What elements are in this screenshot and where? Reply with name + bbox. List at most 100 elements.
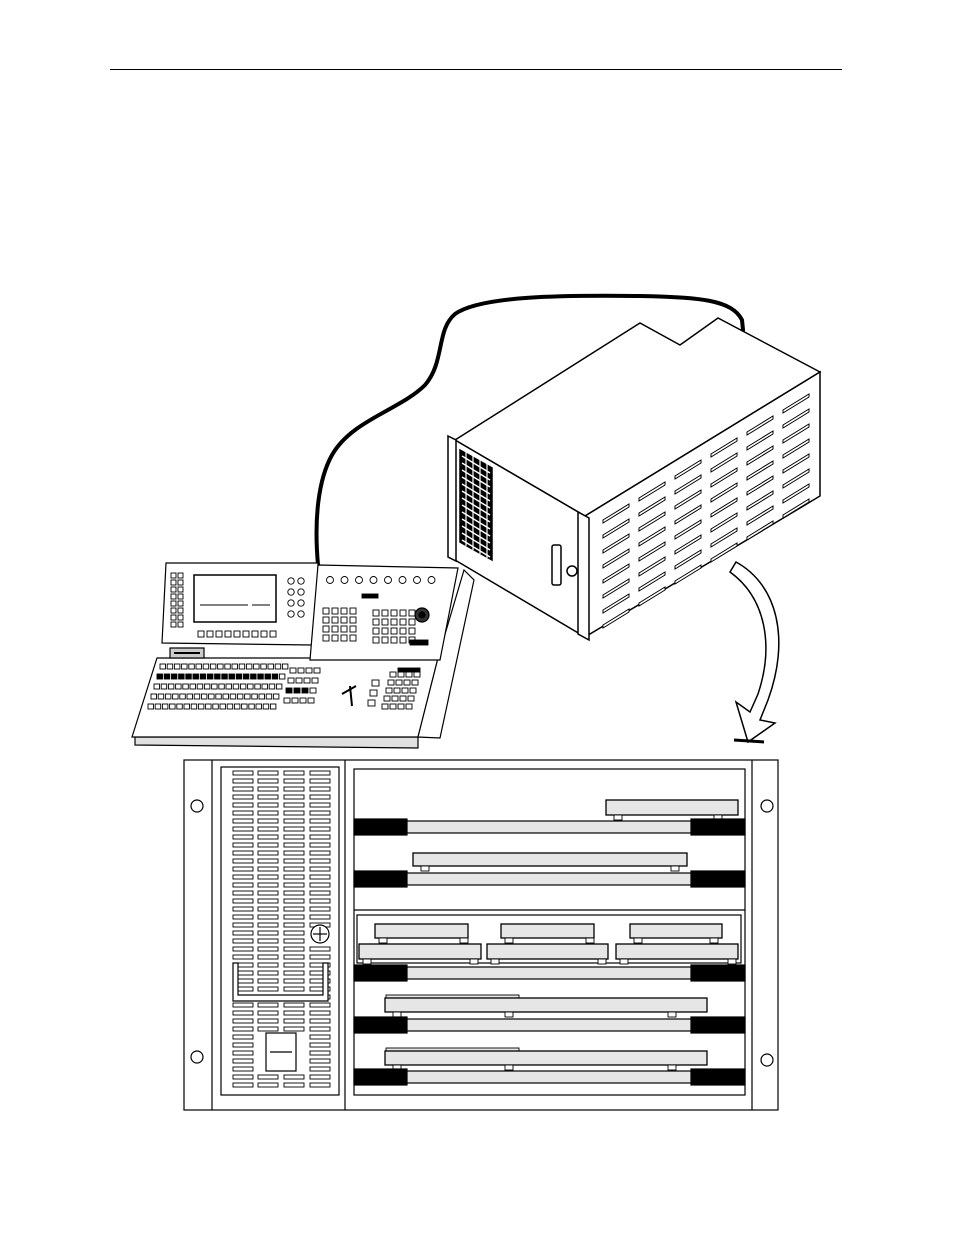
cp-button xyxy=(252,694,257,699)
card-standoff xyxy=(505,938,513,943)
ps-vent-slot xyxy=(284,947,304,951)
ps-vent-slot xyxy=(310,907,330,911)
cp-button xyxy=(183,684,189,689)
ps-vent-slot xyxy=(258,867,278,871)
cp-button xyxy=(350,626,356,632)
cp-button xyxy=(246,664,252,669)
cp-button xyxy=(189,664,195,669)
cp-button xyxy=(390,672,396,677)
ps-vent-slot xyxy=(233,843,253,847)
circuit-card xyxy=(385,998,707,1012)
cp-button-round xyxy=(428,577,435,584)
card-standoff xyxy=(421,866,429,871)
cp-button xyxy=(304,678,310,683)
cp-button xyxy=(155,704,161,709)
cp-button xyxy=(178,573,183,578)
cp-button xyxy=(227,704,233,709)
cp-button xyxy=(236,674,242,679)
cp-button xyxy=(284,698,290,703)
cp-indicator xyxy=(362,594,378,598)
ps-vent-slot xyxy=(284,891,304,895)
card-connector-left xyxy=(354,1017,407,1033)
ps-vent-slot xyxy=(310,827,330,831)
ps-vent-slot xyxy=(284,987,304,991)
ps-vent-slot xyxy=(258,811,278,815)
cp-button xyxy=(368,700,375,706)
card-rail xyxy=(407,1071,691,1083)
cp-button-round xyxy=(414,577,421,584)
ps-vent-slot xyxy=(310,1059,330,1063)
cp-button xyxy=(222,674,228,679)
ps-vent-slot xyxy=(258,931,278,935)
cp-indicator xyxy=(410,640,428,645)
ps-vent-slot xyxy=(310,867,330,871)
ps-vent-slot xyxy=(310,795,330,799)
cp-button xyxy=(151,694,157,699)
ps-vent-slot xyxy=(258,779,278,783)
cp-button xyxy=(190,684,196,689)
cp-button xyxy=(300,698,306,703)
ps-vent-slot xyxy=(310,771,330,775)
ps-vent-slot xyxy=(233,795,253,799)
cp-button-round xyxy=(298,589,304,595)
ps-vent-slot xyxy=(310,803,330,807)
cp-button xyxy=(225,631,231,637)
cp-button xyxy=(386,688,392,693)
cp-button xyxy=(259,694,265,699)
cp-button xyxy=(198,704,204,709)
ps-vent-slot xyxy=(233,923,253,927)
card-connector-left xyxy=(354,965,407,981)
ps-vent-slot xyxy=(284,907,304,911)
cp-button xyxy=(194,694,200,699)
cp-button xyxy=(207,631,213,637)
cp-button xyxy=(148,704,154,709)
cp-button xyxy=(178,608,183,613)
ps-vent-slot xyxy=(233,883,253,887)
cp-button xyxy=(268,664,274,669)
ps-vent-slot xyxy=(310,843,330,847)
cp-button xyxy=(191,704,197,709)
ps-vent-slot xyxy=(233,1011,253,1015)
ps-vent-slot xyxy=(284,1003,304,1007)
ps-vent-slot xyxy=(310,1027,330,1031)
ps-vent-slot xyxy=(233,915,253,919)
control-panel-base xyxy=(135,737,418,748)
cp-button xyxy=(279,674,285,679)
ps-vent-slot xyxy=(258,795,278,799)
ps-vent-slot xyxy=(258,971,278,975)
cp-button xyxy=(193,674,199,679)
ps-vent-slot xyxy=(258,907,278,911)
ps-vent-slot xyxy=(284,803,304,807)
ps-vent-slot xyxy=(233,803,253,807)
cp-button xyxy=(408,696,414,701)
ps-vent-slot xyxy=(258,1083,278,1087)
ps-vent-slot xyxy=(258,803,278,807)
ps-vent-slot xyxy=(258,771,278,775)
ps-vent-slot xyxy=(284,867,304,871)
cp-button xyxy=(215,674,221,679)
ps-vent-slot xyxy=(233,1043,253,1047)
card-standoff xyxy=(586,938,594,943)
cp-button xyxy=(167,664,173,669)
cp-button xyxy=(392,696,398,701)
callout-arrow xyxy=(730,562,779,742)
card-standoff xyxy=(671,866,679,871)
cp-button xyxy=(290,668,296,673)
cp-button xyxy=(248,684,254,689)
cp-button-round xyxy=(370,577,377,584)
card-standoff xyxy=(363,959,371,964)
cp-button xyxy=(242,704,248,709)
ps-vent-slot xyxy=(258,979,278,983)
cp-button xyxy=(233,684,239,689)
mount-hole-top-left xyxy=(191,800,203,812)
cp-button xyxy=(292,698,298,703)
mount-hole-bottom-left xyxy=(191,1051,203,1063)
cp-button xyxy=(302,688,308,693)
ps-vent-slot xyxy=(284,963,304,967)
card-standoff xyxy=(598,959,606,964)
ps-vent-slot xyxy=(258,923,278,927)
ps-vent-slot xyxy=(284,1011,304,1015)
ps-vent-slot xyxy=(233,1059,253,1063)
circuit-card xyxy=(616,944,738,959)
cp-button xyxy=(323,608,329,614)
